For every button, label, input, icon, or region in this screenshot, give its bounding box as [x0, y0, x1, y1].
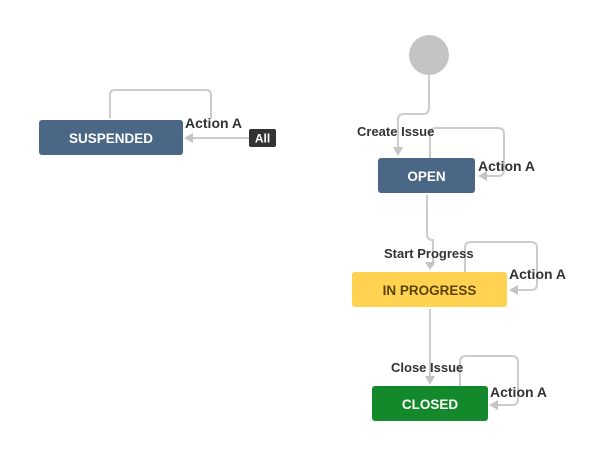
open-self-loop [429, 127, 505, 177]
status-open-box [378, 158, 475, 193]
open-self-loop-arrowhead [478, 171, 487, 181]
suspended-self-loop [109, 89, 212, 118]
all-badge-background [249, 129, 276, 147]
status-open[interactable]: OPEN [378, 158, 475, 193]
status-in-progress-box [352, 272, 507, 307]
in-progress-self-loop [464, 241, 538, 291]
create-issue-line [397, 75, 430, 152]
status-open-label: OPEN [407, 169, 445, 184]
closed-self-loop-arrowhead [489, 400, 498, 410]
status-closed[interactable]: CLOSED [372, 386, 488, 421]
create-issue-arrowhead [393, 147, 403, 156]
status-closed-box [372, 386, 488, 421]
transition-label-start-progress[interactable]: Start Progress [384, 246, 474, 261]
transition-label-action-a-open[interactable]: Action A [478, 158, 535, 174]
transition-label-create-issue[interactable]: Create Issue [357, 124, 434, 139]
all-badge-label: All [255, 132, 270, 146]
transition-label-action-a-suspended[interactable]: Action A [185, 115, 242, 131]
transition-label-action-a-closed[interactable]: Action A [490, 384, 547, 400]
status-in-progress-label: IN PROGRESS [383, 283, 477, 298]
transition-label-close-issue[interactable]: Close Issue [391, 360, 463, 375]
close-issue-arrowhead [425, 376, 435, 385]
start-node[interactable] [409, 35, 449, 75]
all-transition-badge[interactable]: All [249, 129, 276, 147]
status-in-progress[interactable]: IN PROGRESS [352, 272, 507, 307]
status-suspended[interactable]: SUSPENDED [39, 120, 183, 155]
closed-self-loop [459, 355, 519, 406]
start-progress-line [426, 195, 434, 266]
in-progress-self-loop-arrowhead [509, 285, 518, 295]
status-closed-label: CLOSED [402, 397, 459, 412]
all-to-suspended-arrowhead [184, 133, 193, 143]
transition-label-action-a-in-progress[interactable]: Action A [509, 266, 566, 282]
start-progress-arrowhead [425, 262, 435, 270]
status-suspended-box [39, 120, 183, 155]
status-suspended-label: SUSPENDED [69, 131, 153, 146]
